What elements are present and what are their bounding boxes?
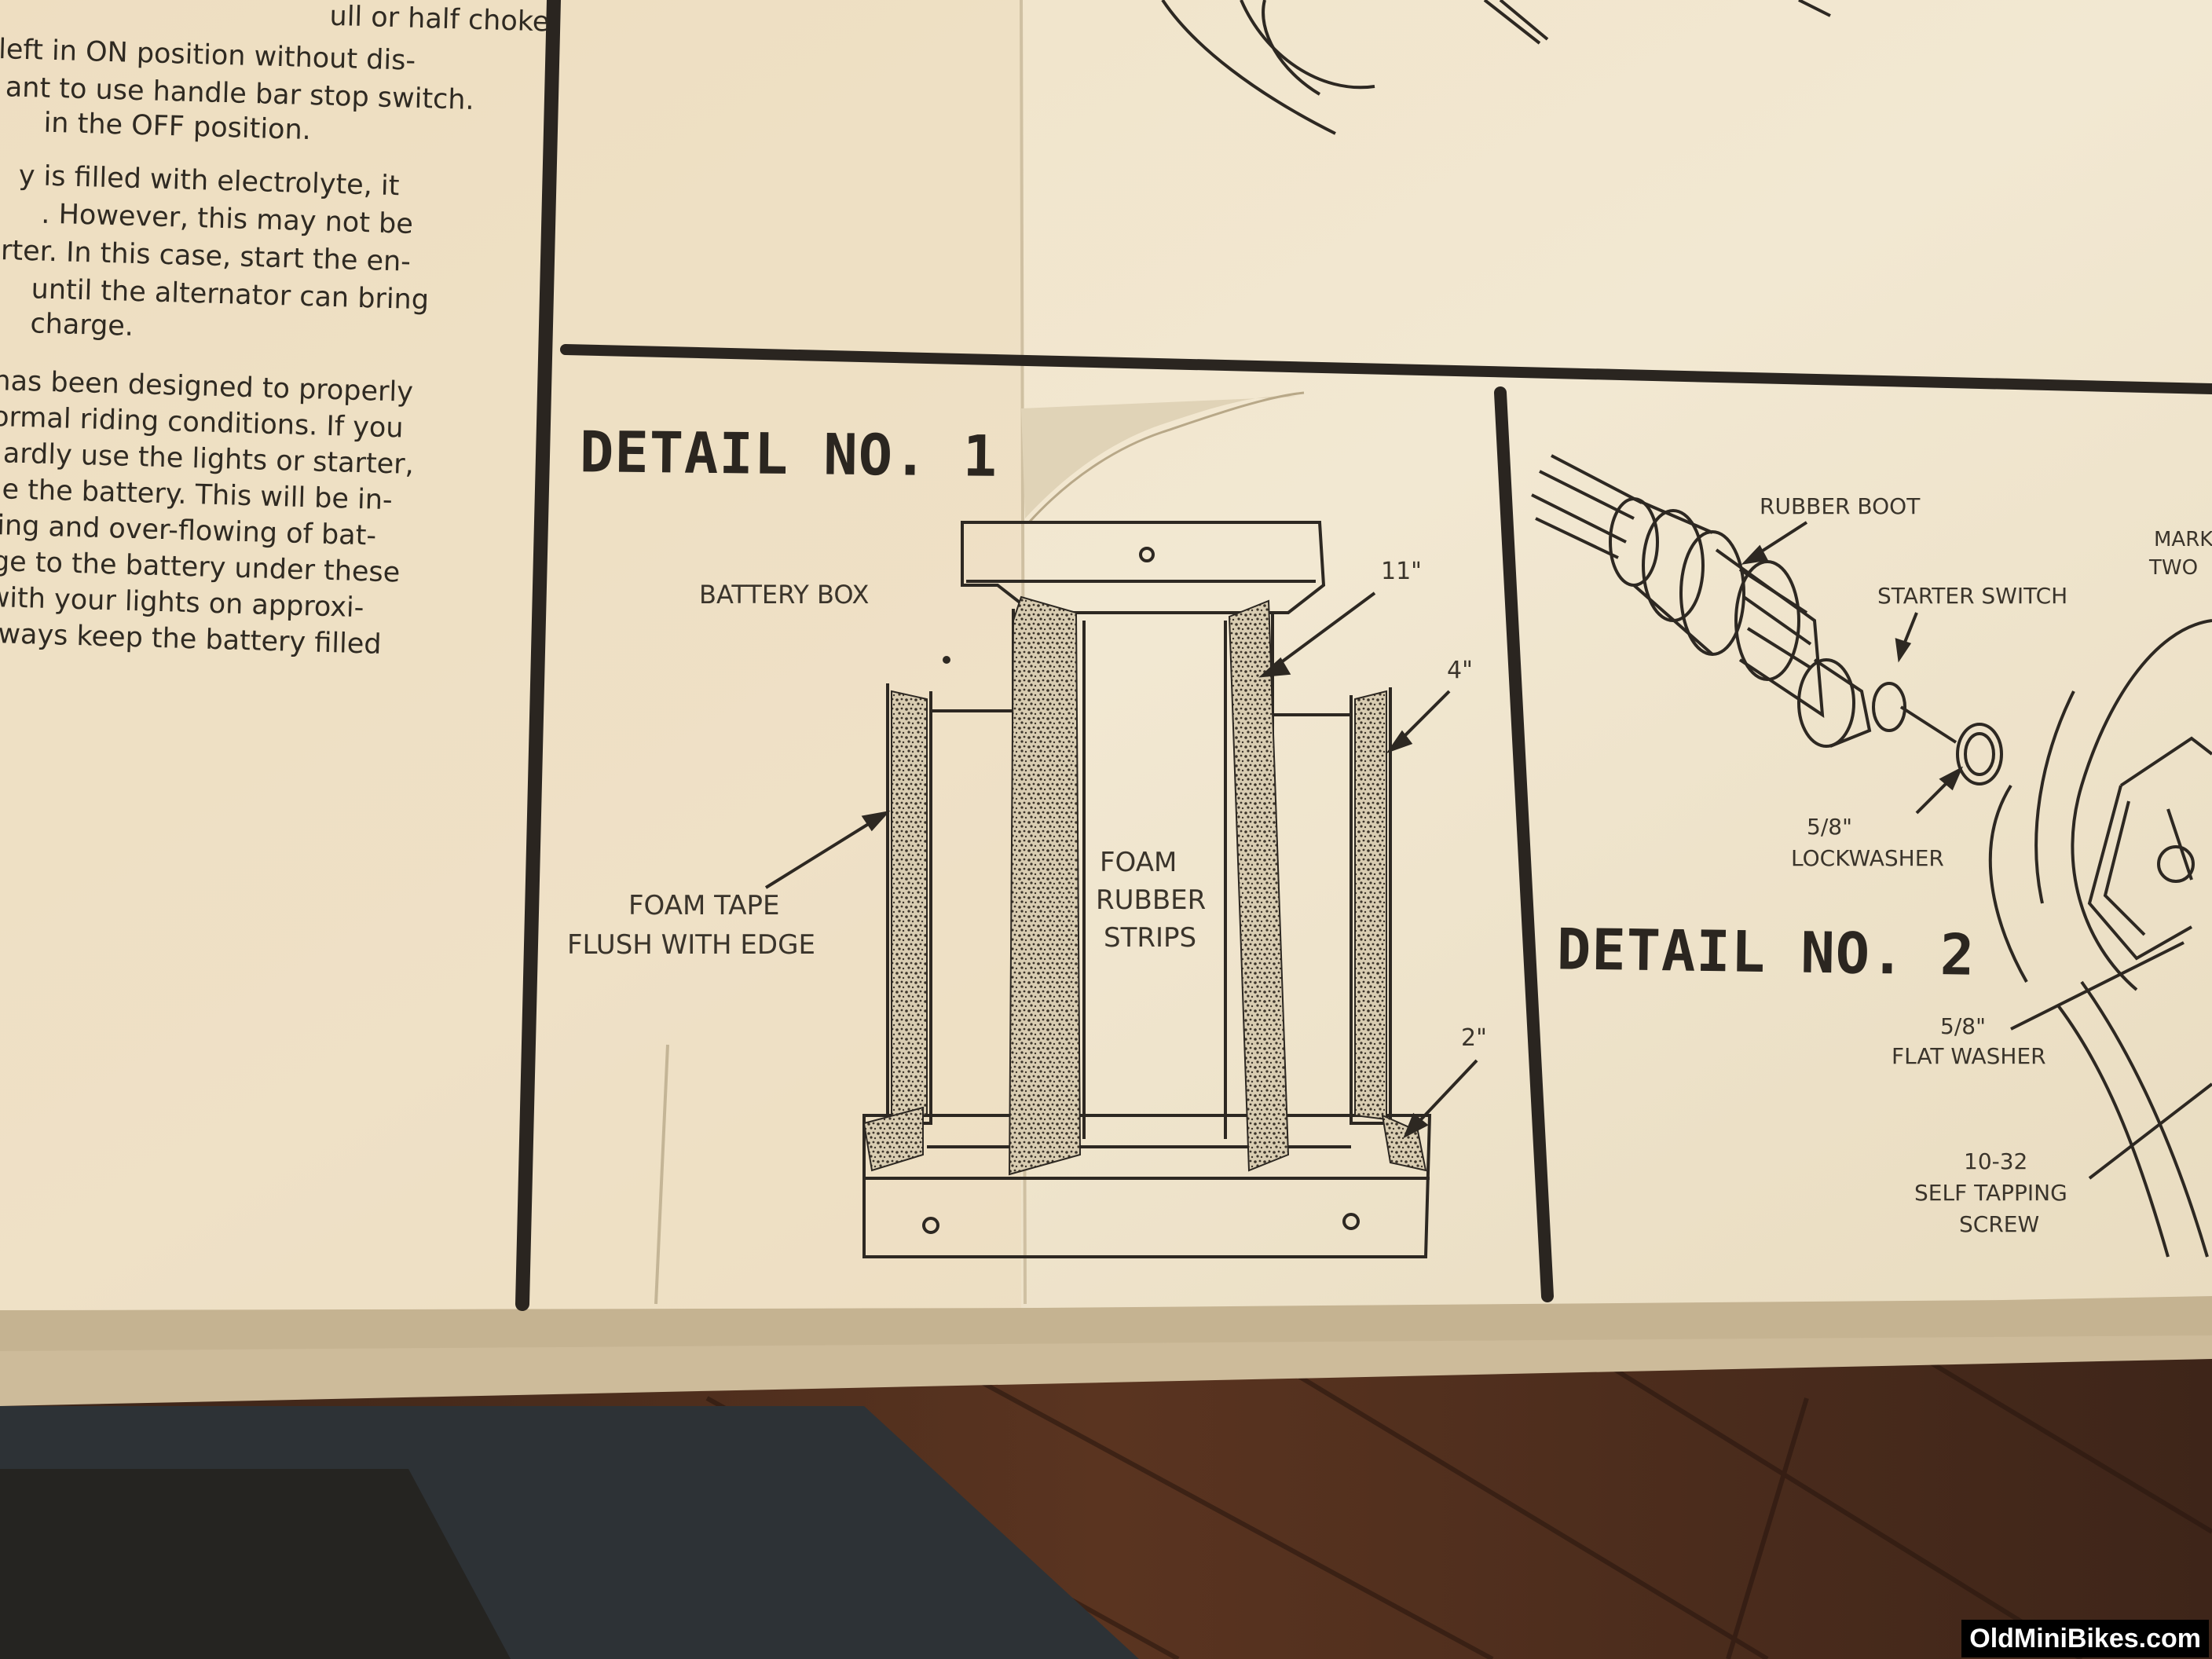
detail2-arrows bbox=[1741, 521, 2212, 1180]
top-drawing bbox=[1161, 0, 1831, 135]
screw-size-label: 10-32 bbox=[1964, 1148, 2028, 1174]
battery-box-label: BATTERY BOX bbox=[699, 580, 870, 610]
dimension-11-label: 11" bbox=[1381, 558, 1422, 585]
dimension-4-label: 4" bbox=[1447, 657, 1473, 684]
flat-washer-label: FLAT WASHER bbox=[1892, 1043, 2046, 1069]
lockwasher-size-label: 5/8" bbox=[1807, 814, 1852, 840]
detail2-heading: DETAIL NO. 2 bbox=[1556, 916, 1976, 988]
dimension-2-label: 2" bbox=[1461, 1024, 1487, 1052]
frame-lines bbox=[515, 0, 2212, 1311]
cut-off-label: MARK bbox=[2154, 528, 2212, 551]
starter-switch-label: STARTER SWITCH bbox=[1877, 583, 2068, 609]
paper-tear bbox=[1021, 396, 1296, 518]
detail1-arrows bbox=[764, 591, 1478, 1139]
foam-rubber-label: RUBBER bbox=[1096, 884, 1207, 916]
screw-label: SCREW bbox=[1959, 1211, 2040, 1237]
screw-type-label: SELF TAPPING bbox=[1914, 1180, 2067, 1206]
rubber-boot-label: RUBBER BOOT bbox=[1760, 493, 1921, 519]
manual-line: charge. bbox=[29, 308, 134, 342]
flat-washer-size-label: 5/8" bbox=[1940, 1013, 1986, 1039]
foam-tape-flush-label: FLUSH WITH EDGE bbox=[567, 929, 815, 961]
foam-tape-label: FOAM TAPE bbox=[628, 890, 780, 921]
foam-rubber-label: FOAM bbox=[1100, 847, 1177, 878]
detail1-heading: DETAIL NO. 1 bbox=[579, 419, 998, 489]
cut-off-label: TWO bbox=[2149, 556, 2199, 580]
foam-rubber-label: STRIPS bbox=[1104, 922, 1197, 954]
manual-line: in the OFF position. bbox=[43, 107, 312, 147]
site-watermark: OldMiniBikes.com bbox=[1961, 1620, 2209, 1657]
starter-switch-drawing bbox=[1531, 454, 2212, 1258]
lockwasher-label: LOCKWASHER bbox=[1791, 845, 1944, 871]
foam-strips bbox=[862, 595, 1427, 1176]
